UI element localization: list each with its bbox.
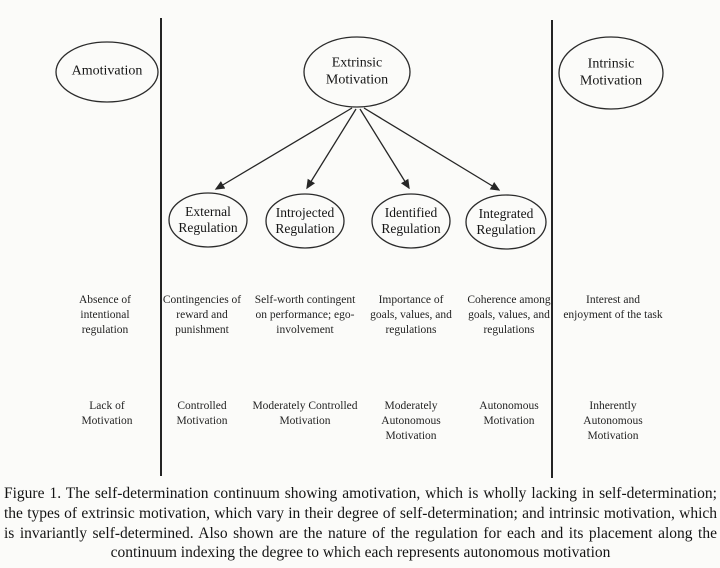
arrow-to-external-regulation [214, 107, 353, 190]
arrow-to-integrated-regulation [363, 107, 501, 191]
figure-caption: Figure 1. The self-determination continu… [4, 484, 717, 563]
node-label-integrated-regulation: Integrated Regulation [476, 206, 536, 237]
regulation-nature-integrated: Coherence among goals, values, and regul… [467, 294, 551, 336]
node-label-identified-regulation: Identified Regulation [381, 205, 441, 236]
regulation-nature-amotivation: Absence of intentional regulation [78, 294, 132, 336]
caption-line-2: the types of extrinsic motivation, which… [4, 504, 717, 522]
arrow-to-identified-regulation [359, 108, 410, 190]
node-label-amotivation: Amotivation [71, 63, 143, 79]
node-label-extrinsic-motivation: Extrinsic Motivation [325, 55, 389, 87]
caption-line-4: continuum indexing the degree to which e… [110, 544, 611, 562]
identified-regulation-ellipse [371, 193, 451, 249]
arrow-to-introjected-regulation [306, 108, 357, 190]
motivation-quality-identified: Moderately Autonomous Motivation [381, 400, 441, 442]
motivation-quality-integrated: Autonomous Motivation [479, 400, 539, 427]
regulation-nature-external: Contingencies of reward and punishment [162, 294, 242, 336]
motivation-quality-amotivation: Lack of Motivation [81, 400, 133, 427]
motivation-quality-intrinsic: Inherently Autonomous Motivation [583, 400, 643, 442]
caption-line-3: is invariantly self-determined. Also sho… [4, 524, 717, 542]
regulation-nature-intrinsic: Interest and enjoyment of the task [563, 294, 663, 321]
node-label-intrinsic-motivation: Intrinsic Motivation [579, 56, 643, 88]
node-label-introjected-regulation: Introjected Regulation [275, 205, 335, 236]
integrated-regulation-ellipse [465, 194, 547, 250]
external-regulation-ellipse [168, 192, 248, 248]
motivation-quality-introjected: Moderately Controlled Motivation [252, 400, 358, 427]
regulation-nature-introjected: Self-worth contingent on performance; eg… [254, 294, 356, 336]
node-label-external-regulation: External Regulation [178, 204, 238, 235]
self-determination-continuum-diagram: Amotivation Extrinsic Motivation Intrins… [55, 18, 664, 478]
diagram-shapes [55, 18, 664, 478]
amotivation-ellipse [55, 41, 159, 103]
extrinsic-motivation-ellipse [303, 36, 411, 108]
caption-line-1: Figure 1. The self-determination continu… [4, 485, 717, 502]
introjected-regulation-ellipse [265, 193, 345, 249]
regulation-nature-identified: Importance of goals, values, and regulat… [370, 294, 452, 336]
intrinsic-motivation-ellipse [558, 36, 664, 110]
motivation-quality-external: Controlled Motivation [176, 400, 228, 427]
